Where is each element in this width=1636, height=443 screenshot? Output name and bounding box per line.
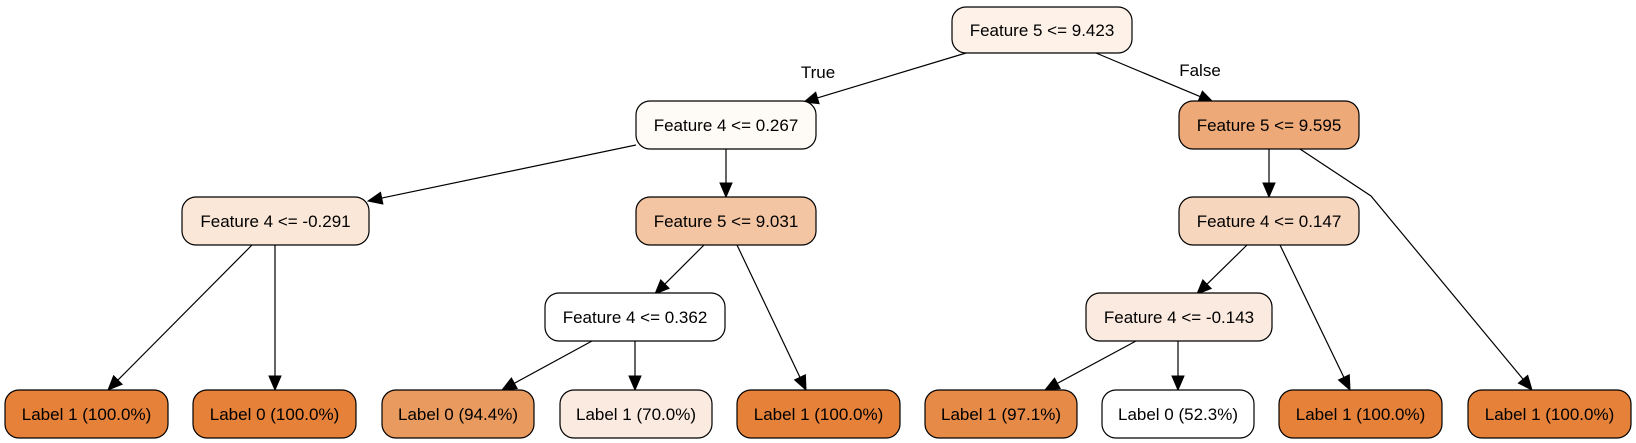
edge-line bbox=[1095, 52, 1201, 98]
leaf-node-l7: Label 0 (52.3%) bbox=[1101, 389, 1255, 439]
node-label: Feature 5 <= 9.595 bbox=[1197, 116, 1342, 135]
edge-line bbox=[1057, 340, 1137, 384]
edge-n1-n4 bbox=[719, 149, 733, 199]
node-box bbox=[924, 389, 1078, 439]
node-label: Label 0 (100.0%) bbox=[210, 405, 339, 424]
edge-n3-l2 bbox=[268, 245, 282, 392]
edge-line bbox=[736, 244, 801, 378]
node-label: Feature 4 <= 0.147 bbox=[1197, 212, 1342, 231]
split-node-n1: Feature 4 <= 0.267 bbox=[635, 100, 817, 150]
leaf-node-l3: Label 0 (94.4%) bbox=[381, 389, 535, 439]
leaf-node-l5: Label 1 (100.0%) bbox=[736, 389, 901, 439]
split-node-n6: Feature 4 <= 0.362 bbox=[544, 292, 726, 342]
edge-n4-l5 bbox=[736, 244, 807, 392]
edge-n0-n1: True bbox=[801, 52, 967, 105]
node-label: Label 1 (100.0%) bbox=[1485, 405, 1614, 424]
node-label: Label 1 (100.0%) bbox=[1296, 405, 1425, 424]
node-box bbox=[1085, 292, 1273, 342]
edge-n6-l4 bbox=[628, 341, 642, 392]
node-label: Feature 4 <= 0.362 bbox=[563, 308, 708, 327]
node-box bbox=[1278, 389, 1443, 439]
edge-n1-n3 bbox=[366, 144, 637, 205]
node-box bbox=[381, 389, 535, 439]
arrowhead-icon bbox=[1262, 182, 1276, 199]
edge-line bbox=[664, 244, 705, 285]
node-box bbox=[635, 196, 817, 246]
arrowhead-icon bbox=[1517, 374, 1533, 391]
node-label: Feature 4 <= 0.267 bbox=[654, 116, 799, 135]
node-box bbox=[544, 292, 726, 342]
split-node-n0: Feature 5 <= 9.423 bbox=[951, 6, 1133, 54]
node-box bbox=[181, 196, 370, 246]
node-label: Label 1 (97.1%) bbox=[941, 405, 1061, 424]
edge-label-false: False bbox=[1179, 61, 1221, 80]
edge-n7-l6 bbox=[1043, 340, 1137, 391]
leaf-node-l1: Label 1 (100.0%) bbox=[4, 389, 169, 439]
edge-line bbox=[1206, 244, 1248, 285]
node-box bbox=[4, 389, 169, 439]
arrowhead-icon bbox=[107, 374, 123, 391]
node-label: Label 0 (94.4%) bbox=[398, 405, 518, 424]
edge-line bbox=[381, 144, 637, 199]
node-box bbox=[1178, 196, 1360, 246]
node-label: Label 1 (100.0%) bbox=[22, 405, 151, 424]
edges-layer: True False bbox=[107, 52, 1533, 392]
split-node-n3: Feature 4 <= -0.291 bbox=[181, 196, 370, 246]
arrowhead-icon bbox=[1171, 375, 1185, 392]
edge-label-true: True bbox=[801, 63, 835, 82]
node-box bbox=[635, 100, 817, 150]
node-box bbox=[1178, 100, 1360, 150]
node-box bbox=[192, 389, 357, 439]
edge-line bbox=[514, 340, 593, 384]
node-box bbox=[951, 6, 1133, 54]
node-label: Feature 4 <= -0.291 bbox=[200, 212, 350, 231]
node-label: Feature 5 <= 9.423 bbox=[970, 21, 1115, 40]
leaf-node-l9: Label 1 (100.0%) bbox=[1467, 389, 1632, 439]
node-box bbox=[559, 389, 713, 439]
edge-n3-l1 bbox=[107, 244, 253, 391]
edge-n6-l3 bbox=[500, 340, 593, 391]
leaf-node-l8: Label 1 (100.0%) bbox=[1278, 389, 1443, 439]
node-label: Label 1 (100.0%) bbox=[754, 405, 883, 424]
node-label: Label 1 (70.0%) bbox=[576, 405, 696, 424]
leaf-node-l6: Label 1 (97.1%) bbox=[924, 389, 1078, 439]
edge-n4-n6 bbox=[654, 244, 705, 295]
split-node-n2: Feature 5 <= 9.595 bbox=[1178, 100, 1360, 150]
edge-n5-n7 bbox=[1196, 244, 1248, 295]
node-label: Feature 5 <= 9.031 bbox=[654, 212, 799, 231]
arrowhead-icon bbox=[366, 191, 384, 205]
leaf-node-l4: Label 1 (70.0%) bbox=[559, 389, 713, 439]
edge-n5-l8 bbox=[1279, 244, 1351, 392]
node-box bbox=[736, 389, 901, 439]
split-node-n5: Feature 4 <= 0.147 bbox=[1178, 196, 1360, 246]
arrowhead-icon bbox=[268, 375, 282, 392]
arrowhead-icon bbox=[654, 279, 670, 295]
arrowhead-icon bbox=[793, 374, 807, 392]
edge-n7-l7 bbox=[1171, 341, 1185, 392]
edge-n2-l9 bbox=[1299, 148, 1533, 391]
edge-line bbox=[1279, 244, 1345, 378]
edge-line bbox=[117, 244, 253, 381]
arrowhead-icon bbox=[1196, 279, 1213, 295]
split-node-n7: Feature 4 <= -0.143 bbox=[1085, 292, 1273, 342]
arrowhead-icon bbox=[500, 377, 519, 391]
node-label: Feature 4 <= -0.143 bbox=[1104, 308, 1254, 327]
edge-n0-n2: False bbox=[1095, 52, 1221, 103]
node-box bbox=[1101, 389, 1255, 439]
edge-n2-n5 bbox=[1262, 149, 1276, 199]
arrowhead-icon bbox=[628, 375, 642, 392]
node-box bbox=[1467, 389, 1632, 439]
arrowhead-icon bbox=[1043, 377, 1062, 391]
edge-line bbox=[1299, 148, 1524, 380]
node-label: Label 0 (52.3%) bbox=[1118, 405, 1238, 424]
leaf-node-l2: Label 0 (100.0%) bbox=[192, 389, 357, 439]
arrowhead-icon bbox=[719, 182, 733, 199]
arrowhead-icon bbox=[1337, 374, 1351, 392]
edge-line bbox=[817, 52, 967, 99]
arrowhead-icon bbox=[802, 91, 820, 105]
split-node-n4: Feature 5 <= 9.031 bbox=[635, 196, 817, 246]
